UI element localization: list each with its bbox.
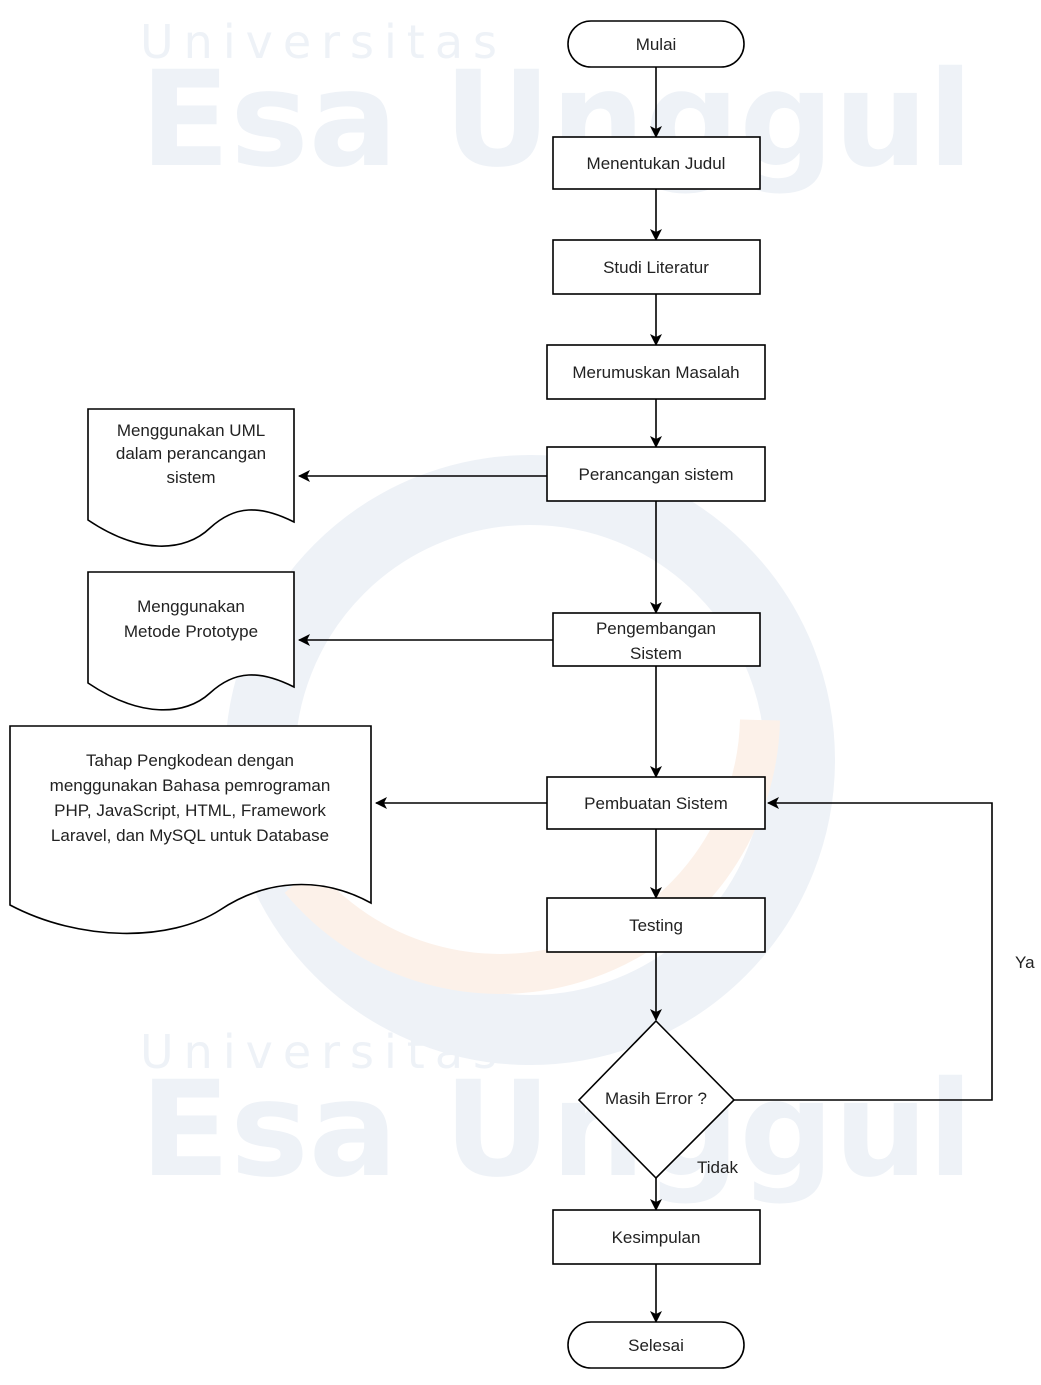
process-buat-label: Pembuatan Sistem xyxy=(584,794,728,813)
decision-label: Masih Error ? xyxy=(605,1089,707,1108)
decision-diamond: Masih Error ? xyxy=(577,1019,736,1180)
start-terminator: Mulai xyxy=(567,20,745,68)
document-uml: Menggunakan UML dalam perancangan sistem xyxy=(87,408,295,547)
process-simpulan: Kesimpulan xyxy=(552,1209,761,1265)
edge-decision-yes-loop xyxy=(734,797,993,1101)
process-simpulan-label: Kesimpulan xyxy=(612,1228,701,1247)
yes-label: Ya xyxy=(1015,953,1035,972)
document-pengkodean-line4: Laravel, dan MySQL untuk Database xyxy=(51,826,329,845)
document-prototype: Menggunakan Metode Prototype xyxy=(87,571,295,711)
end-terminator: Selesai xyxy=(567,1321,745,1369)
watermark-universitas-top: Universitas xyxy=(140,15,507,69)
process-rumus: Merumuskan Masalah xyxy=(546,344,766,400)
document-pengkodean: Tahap Pengkodean dengan menggunakan Baha… xyxy=(9,725,372,935)
document-prototype-line2: Metode Prototype xyxy=(124,622,258,641)
process-studi-label: Studi Literatur xyxy=(603,258,709,277)
document-uml-line1: Menggunakan UML xyxy=(117,421,265,440)
process-testing-label: Testing xyxy=(629,916,683,935)
start-label: Mulai xyxy=(636,35,677,54)
side-edges xyxy=(298,470,553,809)
main-flow-edges xyxy=(650,67,993,1323)
document-pengkodean-line2: menggunakan Bahasa pemrograman xyxy=(50,776,331,795)
document-uml-line3: sistem xyxy=(166,468,215,487)
process-rumus-label: Merumuskan Masalah xyxy=(572,363,739,382)
watermark-universitas-bottom: Universitas xyxy=(140,1025,507,1079)
process-kembang-label-line1: Pengembangan xyxy=(596,619,716,638)
process-kembang: Pengembangan Sistem xyxy=(552,612,761,667)
end-label: Selesai xyxy=(628,1336,684,1355)
document-pengkodean-line1: Tahap Pengkodean dengan xyxy=(86,751,294,770)
no-label: Tidak xyxy=(697,1158,738,1177)
document-pengkodean-line3: PHP, JavaScript, HTML, Framework xyxy=(54,801,326,820)
process-judul-label: Menentukan Judul xyxy=(587,154,726,173)
process-kembang-label-line2: Sistem xyxy=(630,644,682,663)
process-judul: Menentukan Judul xyxy=(552,136,761,190)
process-rancang-label: Perancangan sistem xyxy=(579,465,734,484)
process-studi: Studi Literatur xyxy=(552,239,761,295)
document-prototype-line1: Menggunakan xyxy=(137,597,245,616)
document-uml-line2: dalam perancangan xyxy=(116,444,266,463)
process-testing: Testing xyxy=(546,897,766,953)
watermark-esa-unggul-bottom: Esa Unggul xyxy=(140,1053,973,1207)
process-rancang: Perancangan sistem xyxy=(546,446,766,502)
process-buat: Pembuatan Sistem xyxy=(546,776,766,830)
